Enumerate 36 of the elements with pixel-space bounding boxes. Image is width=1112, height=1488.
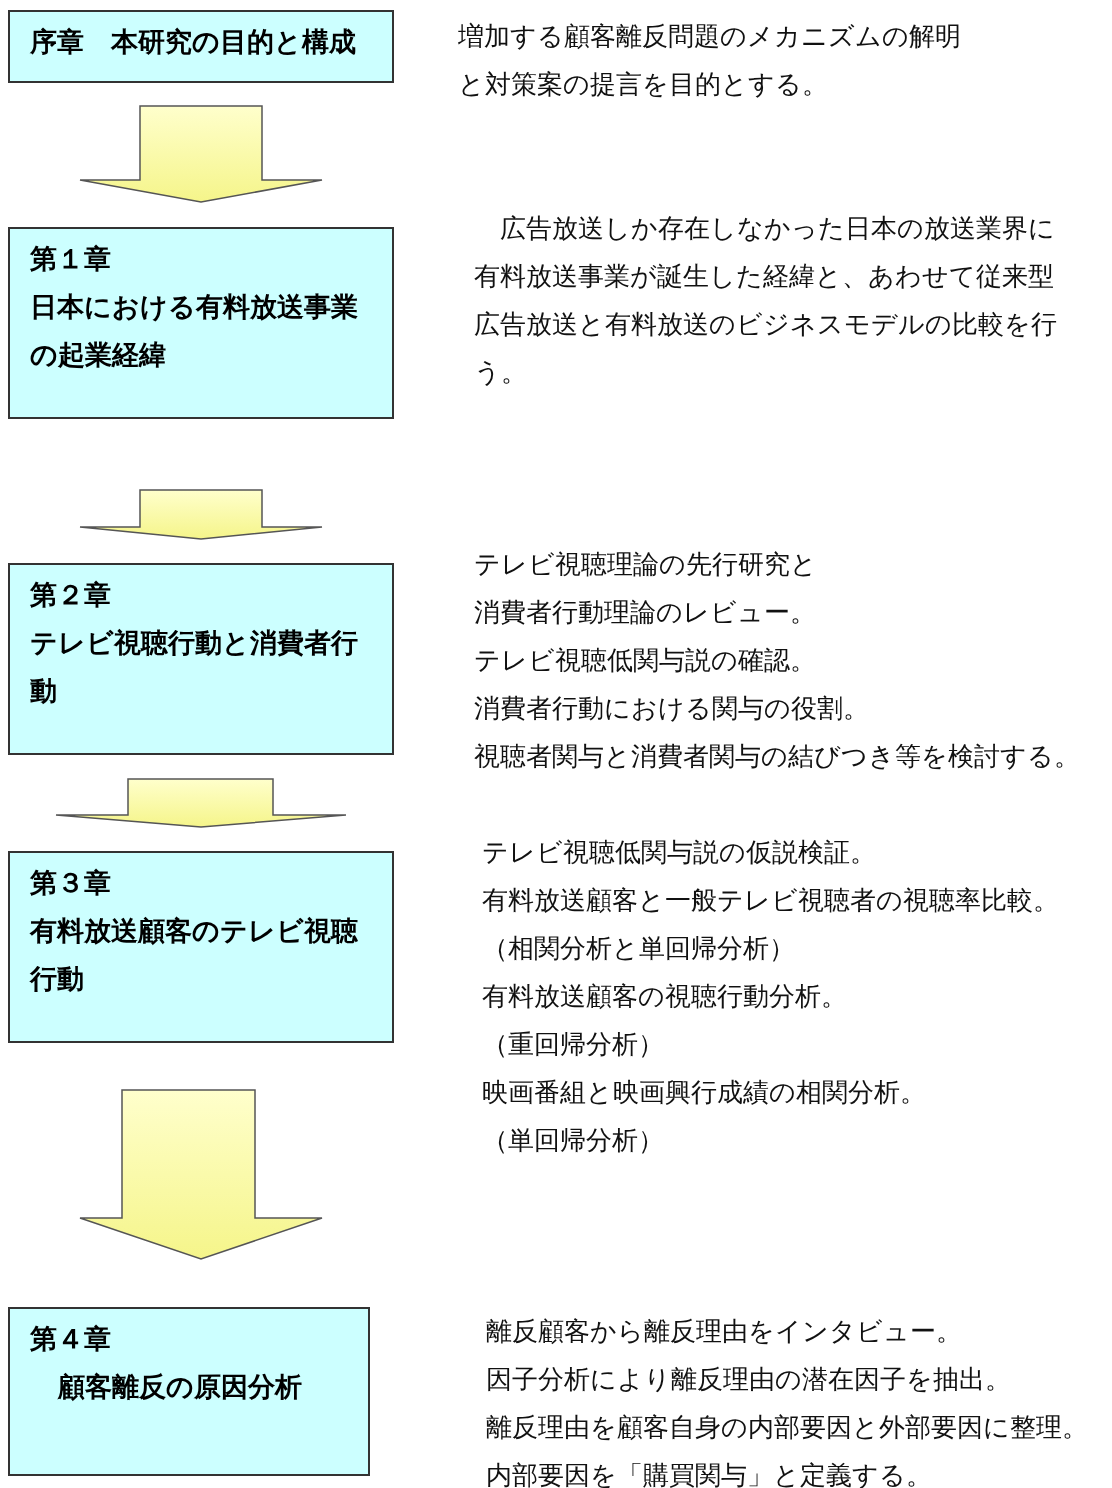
- description-text: （単回帰分析）: [482, 1124, 665, 1157]
- chapter-number: 第２章: [30, 579, 112, 612]
- chapter-title: 日本における有料放送事業の起業経緯: [30, 291, 359, 372]
- block-arrow: [55, 778, 347, 828]
- description-text: 視聴者関与と消費者関与の結びつき等を検討する。: [474, 740, 1081, 773]
- description-text: テレビ視聴低関与説の確認。: [474, 644, 817, 677]
- chapter-title: 序章 本研究の目的と構成: [30, 26, 357, 59]
- block-arrow: [79, 1089, 323, 1260]
- description-text: 消費者行動における関与の役割。: [474, 692, 870, 725]
- chapter-number: 第３章: [30, 867, 112, 900]
- chapter-title: 有料放送顧客のテレビ視聴行動: [30, 915, 359, 996]
- description-text: 広告放送しか存在しなかった日本の放送業界に有料放送事業が誕生した経緯と、あわせて従来型広告放送と有料放送のビジネスモデルの比較を行う。: [474, 212, 1058, 389]
- chapter-title: 顧客離反の原因分析: [56, 1371, 303, 1404]
- description-text: 映画番組と映画興行成績の相関分析。: [482, 1076, 927, 1109]
- description-text: （重回帰分析）: [482, 1028, 665, 1061]
- description-text: 因子分析により離反理由の潜在因子を抽出。: [486, 1363, 1012, 1396]
- chapter-box: [8, 10, 394, 83]
- block-arrow: [79, 489, 323, 540]
- description-text: テレビ視聴理論の先行研究と: [474, 548, 818, 581]
- description-text: 離反理由を顧客自身の内部要因と外部要因に整理。: [486, 1411, 1089, 1444]
- description-text: 有料放送顧客と一般テレビ視聴者の視聴率比較。: [482, 884, 1060, 917]
- description-text: テレビ視聴低関与説の仮説検証。: [482, 836, 877, 869]
- chapter-box: [8, 563, 394, 755]
- description-text: 消費者行動理論のレビュー。: [474, 596, 817, 629]
- description-text: 有料放送顧客の視聴行動分析。: [482, 980, 848, 1013]
- chapter-box: [8, 851, 394, 1043]
- chapter-box: [8, 1307, 370, 1476]
- block-arrow: [79, 105, 323, 203]
- chapter-number: 第１章: [30, 243, 112, 276]
- description-text: （相関分析と単回帰分析）: [482, 932, 796, 965]
- chapter-number: 第４章: [30, 1323, 112, 1356]
- chapter-title: テレビ視聴行動と消費者行動: [30, 627, 359, 708]
- description-text: 増加する顧客離反問題のメカニズムの解明と対策案の提言を目的とする。: [458, 20, 962, 101]
- chapter-box: [8, 227, 394, 419]
- description-text: 内部要因を「購買関与」と定義する。: [486, 1459, 933, 1488]
- description-text: 離反顧客から離反理由をインタビュー。: [486, 1315, 963, 1348]
